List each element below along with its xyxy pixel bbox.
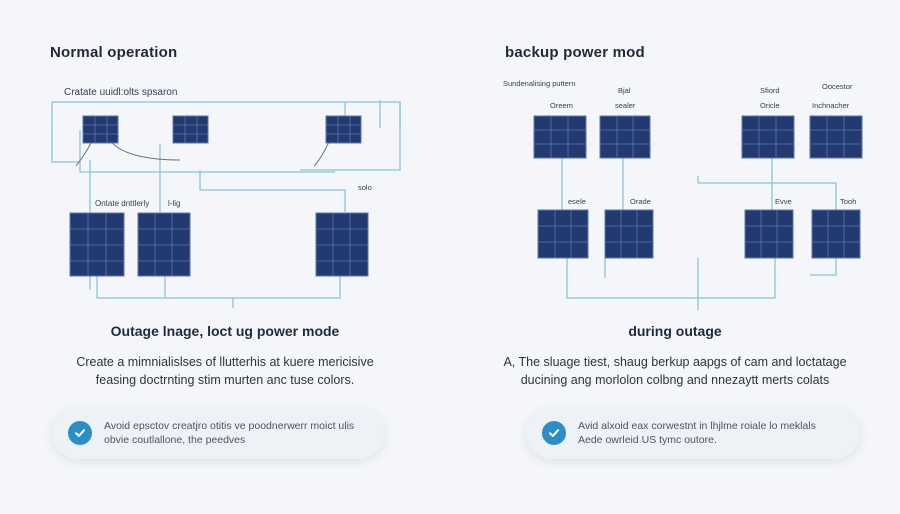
normal-operation-heading: Normal operation [50,44,178,61]
right-panel-bottom-4 [811,209,861,259]
right-label-tooh: Tooh [840,197,856,206]
right-label-evve: Evve [775,197,792,206]
right-label-orade: Orade [630,197,651,206]
left-panel-large-1 [69,212,125,277]
right-caption: during outage [628,323,722,339]
checkmark-icon [542,421,566,445]
right-note-line-2: Aede owrleid US tymc outore. [578,434,717,446]
left-panel-small-2 [172,115,209,144]
left-label-c: solo [358,183,372,192]
left-caption: Outage lnage, loct ug power mode [110,323,340,339]
left-panel-large-3 [315,212,369,277]
right-top-label: Sundenalising puttern [503,79,576,88]
left-label-a: Ontate dnttlerly [95,199,149,208]
left-desc-line-1: Create a mimnialislses of llutterhis at … [76,355,374,369]
left-panel-small-1 [82,115,119,144]
left-panel-small-3 [325,115,362,144]
left-note-text: Avoid epsctov creatjro otitis ve poodner… [104,419,354,447]
right-label-sfiord: Sfiord [760,86,780,95]
backup-power-diagram: Sundenalising puttern Bjal Sfiord Oocest… [503,79,863,310]
right-note-card: Avid alxoid eax corwestnt in lhjlme roia… [526,407,860,459]
right-panel-bottom-1 [537,209,589,259]
right-description: A, The sluage tiest, shaug berkup aapgs … [450,353,900,389]
left-label-b: l-lig [168,199,180,208]
checkmark-icon [68,421,92,445]
right-panel-top-1 [533,115,587,159]
right-label-oricle: Oricle [760,101,780,110]
backup-power-panel: backup power mod [450,0,900,514]
right-desc-line-2: ducining ang morlolon colbng and nnezayt… [520,373,830,387]
right-label-oocestor: Oocestor [822,82,853,91]
left-description: Create a mimnialislses of llutterhis at … [0,353,450,389]
right-panel-top-4 [809,115,863,159]
left-top-label: Cratate uuidl:olts spsaron [64,87,177,98]
right-label-inchnacher: Inchnacher [812,101,850,110]
right-label-bjal: Bjal [618,86,631,95]
left-panel-large-2 [137,212,191,277]
normal-operation-panel: Normal operation [0,44,450,459]
right-label-oreem: Oreem [550,101,573,110]
right-panel-bottom-3 [744,209,794,259]
left-desc-line-2: feasing doctrnting stim murten anc tuse … [95,373,355,387]
right-panel-top-3 [741,115,795,159]
right-panel-top-2 [599,115,651,159]
right-label-esele: esele [568,197,586,206]
backup-power-heading: backup power mod [505,44,645,61]
right-desc-line-1: A, The sluage tiest, shaug berkup aapgs … [503,355,847,369]
right-panel-bottom-2 [604,209,654,259]
right-label-sealer: sealer [615,101,636,110]
right-wiring [561,158,837,310]
left-note-line-1: Avoid epsctov creatjro otitis ve poodner… [104,420,355,432]
left-wiring [51,100,401,308]
left-note-card: Avoid epsctov creatjro otitis ve poodner… [52,407,384,459]
normal-operation-diagram: Cratate uuidl:olts spsaron Ontate dnttle… [51,87,401,308]
left-note-line-2: obvie coutlallone, the peedves [104,434,246,446]
right-note-text: Avid alxoid eax corwestnt in lhjlme roia… [578,419,816,447]
right-note-line-1: Avid alxoid eax corwestnt in lhjlme roia… [578,420,816,432]
